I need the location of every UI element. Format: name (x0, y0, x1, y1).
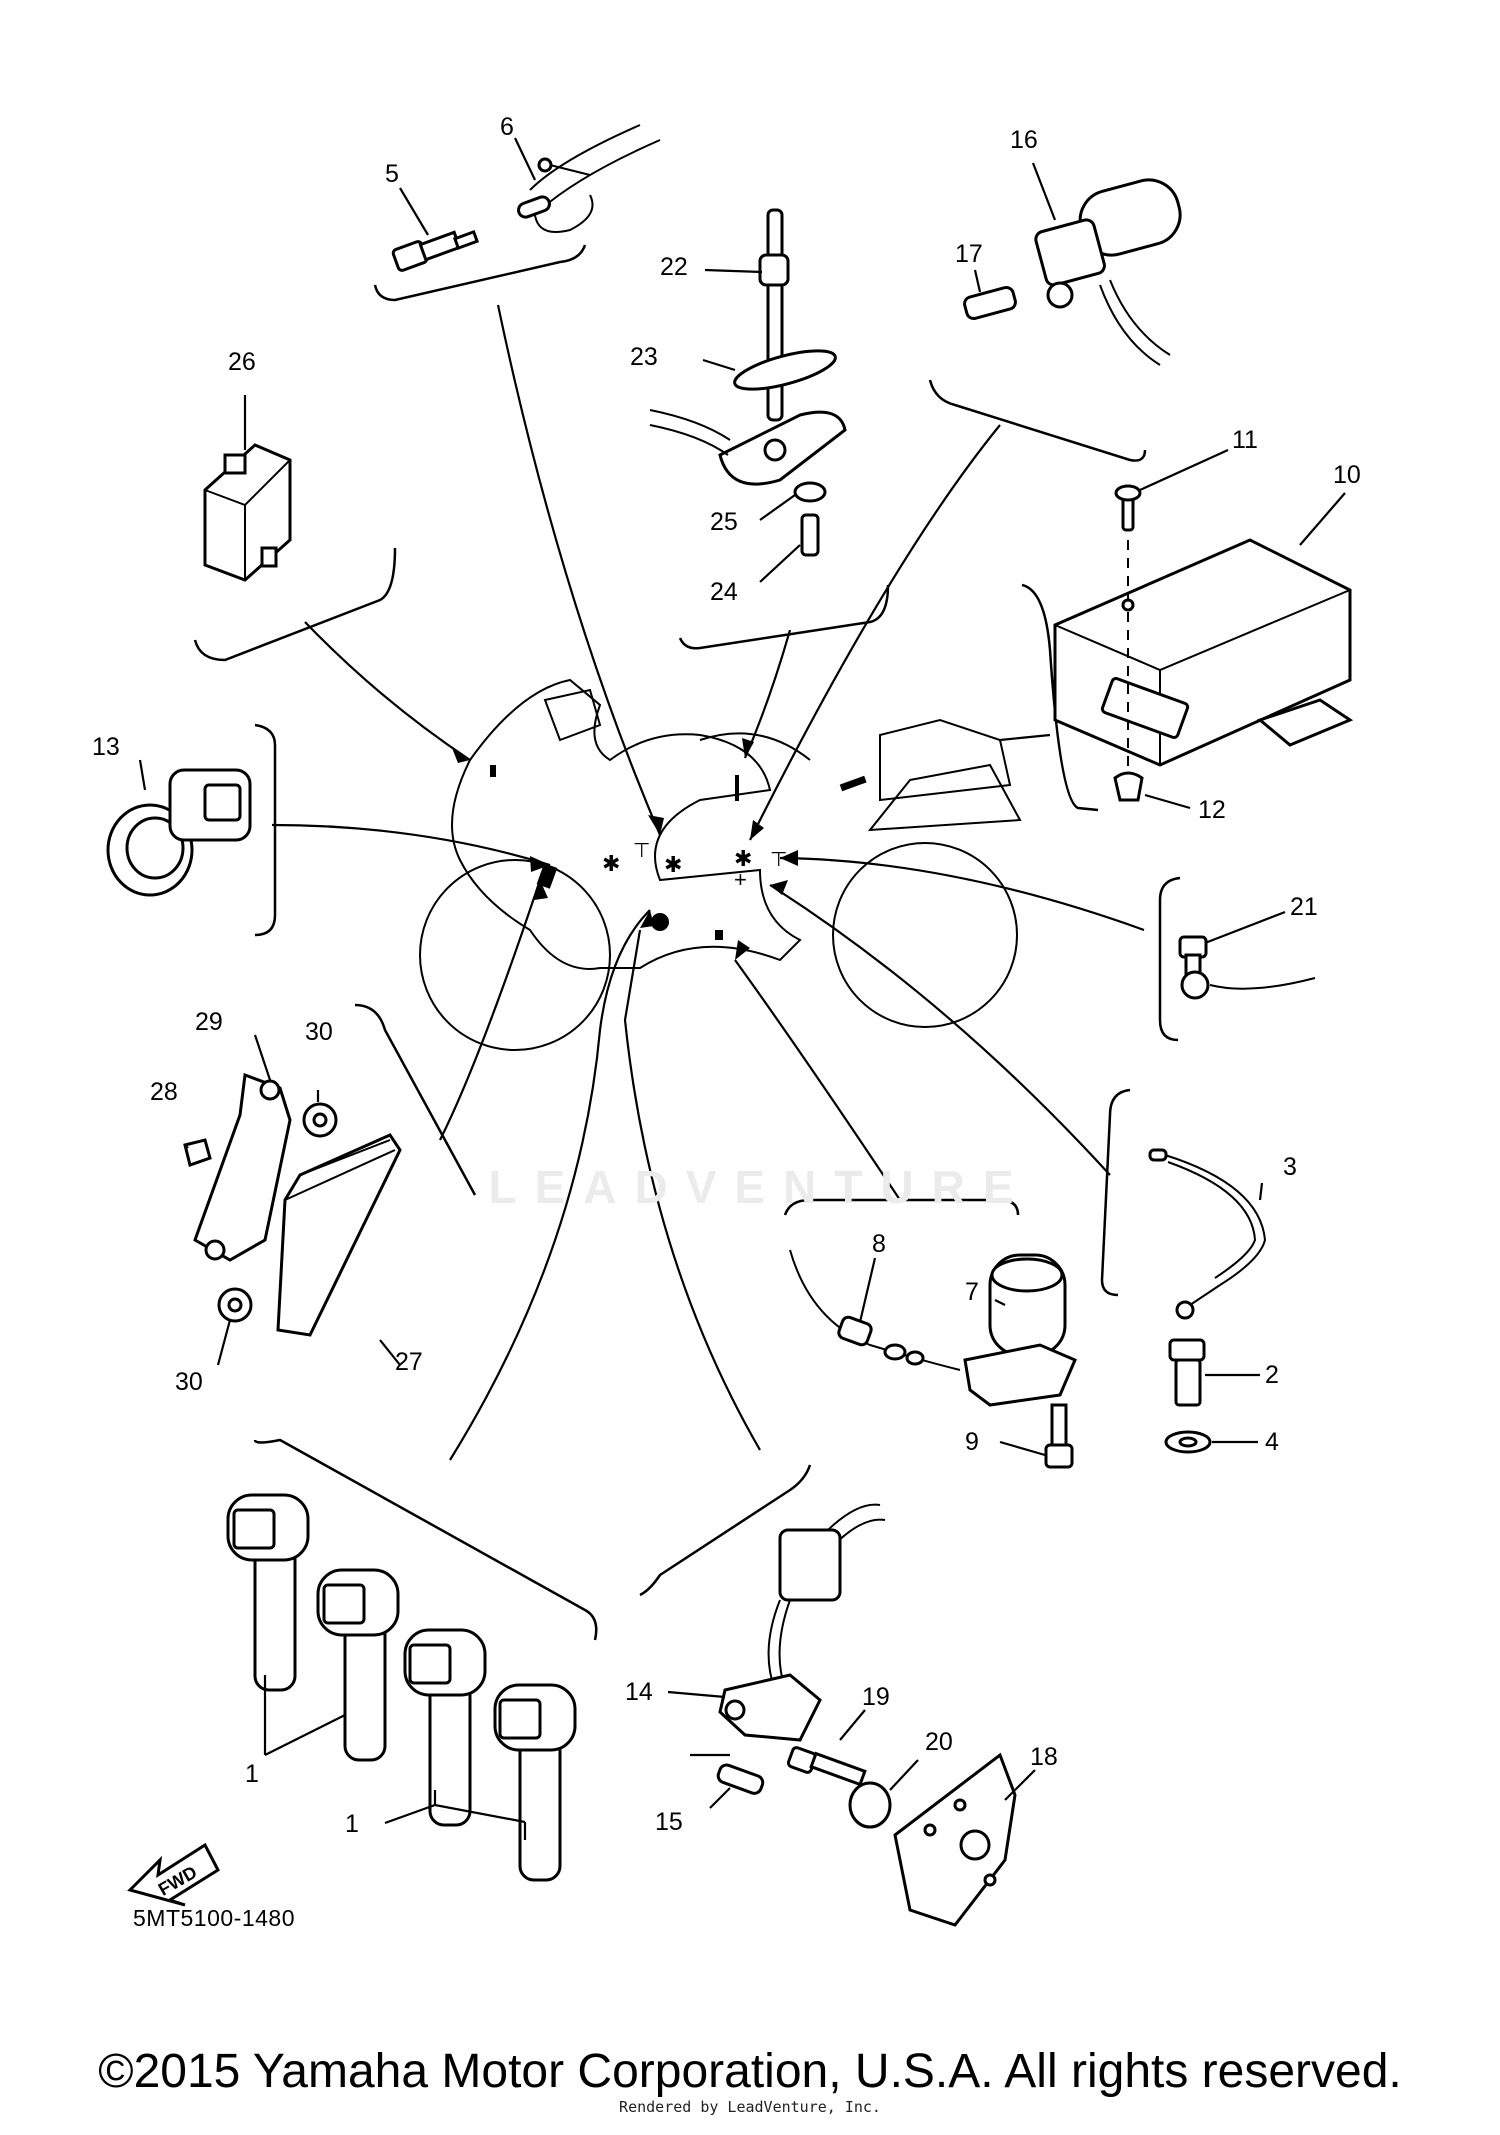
callout-10: 10 (1333, 461, 1361, 489)
callout-2: 2 (1265, 1361, 1279, 1389)
svg-text:✱: ✱ (734, 846, 752, 871)
callout-29: 29 (195, 1008, 223, 1036)
callout-30-bottom: 30 (175, 1368, 203, 1396)
frame-mount-marks: ✱ ⊤ ✱ ✱ ⊤ + (490, 765, 867, 940)
part-16-17-speed-sensor (963, 178, 1182, 366)
svg-text:+: + (734, 867, 747, 892)
callout-1-left: 1 (245, 1760, 259, 1788)
part-6-lead (517, 124, 661, 233)
callout-3: 3 (1283, 1153, 1297, 1181)
callout-15: 15 (655, 1808, 683, 1836)
callout-12: 12 (1198, 796, 1226, 824)
part-22-25-switch (649, 208, 847, 557)
group-brackets (193, 244, 1181, 1641)
callout-30-top: 30 (305, 1018, 333, 1046)
part-2-4-sensor-lead (1148, 1148, 1267, 1454)
watermark: LEADVENTURE (488, 1161, 1032, 1213)
leader-lines (271, 304, 1145, 1461)
copyright-notice: ©2015 Yamaha Motor Corporation, U.S.A. A… (98, 2045, 1402, 2098)
part-13-thermo-switch (106, 768, 252, 897)
callout-leaders (138, 137, 1346, 1840)
part-7-9-sensor (789, 1249, 1077, 1469)
svg-text:✱: ✱ (602, 851, 620, 876)
part-10-12-ecu (1053, 484, 1354, 802)
callout-24: 24 (710, 578, 738, 606)
callout-7: 7 (965, 1278, 979, 1306)
part-5-sensor (391, 229, 480, 272)
callout-25: 25 (710, 508, 738, 536)
part-1-ignition-coils (226, 1493, 577, 1882)
fwd-arrow-icon: FWD (127, 1842, 220, 1907)
callout-6: 6 (500, 113, 514, 141)
svg-text:✱: ✱ (664, 852, 682, 877)
callout-numbers: 5 6 22 23 25 24 16 17 26 11 10 12 13 21 … (92, 113, 1361, 1838)
callout-8: 8 (872, 1230, 886, 1258)
callout-22: 22 (660, 253, 688, 281)
svg-text:⊤: ⊤ (633, 840, 650, 862)
callout-14: 14 (625, 1678, 653, 1706)
diagram-reference-code: 5MT5100-1480 (133, 1905, 295, 1931)
callout-13: 13 (92, 733, 120, 761)
svg-text:⊤: ⊤ (770, 849, 787, 871)
callout-9: 9 (965, 1428, 979, 1456)
rendered-by-notice: Rendered by LeadVenture, Inc. (619, 2098, 881, 2116)
part-14-20-crank-sensor (716, 1503, 1017, 1927)
callout-27: 27 (395, 1348, 423, 1376)
callout-4: 4 (1265, 1428, 1279, 1456)
callout-26: 26 (228, 348, 256, 376)
callout-20: 20 (925, 1728, 953, 1756)
motorcycle-outline (419, 678, 1022, 1051)
callout-5: 5 (385, 160, 399, 188)
part-26-relay (203, 443, 292, 582)
callout-1-right: 1 (345, 1810, 359, 1838)
callout-17: 17 (955, 240, 983, 268)
callout-19: 19 (862, 1683, 890, 1711)
part-27-30-rectifier (183, 1072, 402, 1337)
callout-28: 28 (150, 1078, 178, 1106)
leader-arrowheads (452, 738, 798, 960)
callout-18: 18 (1030, 1743, 1058, 1771)
callout-11: 11 (1232, 426, 1258, 454)
callout-16: 16 (1010, 126, 1038, 154)
part-21-ground (1178, 935, 1316, 1000)
callout-23: 23 (630, 343, 658, 371)
callout-21: 21 (1290, 893, 1318, 921)
